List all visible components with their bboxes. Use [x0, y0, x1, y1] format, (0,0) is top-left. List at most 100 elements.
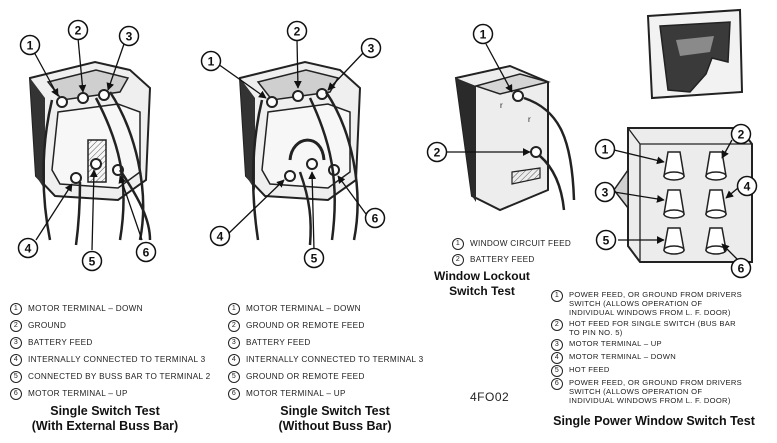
svg-text:1: 1 [208, 55, 215, 69]
rocker-switch-illustration [646, 8, 744, 100]
switch-illustration-2 [238, 60, 362, 246]
callout-diagram-2-1: 1 [200, 50, 222, 72]
legend-text: INTERNALLY CONNECTED TO TERMINAL 3 [246, 355, 424, 364]
legend-text: MOTOR TERMINAL – UP [569, 339, 662, 348]
legend-text: GROUND OR REMOTE FEED [246, 372, 365, 381]
legend-number: 5 [10, 371, 22, 383]
legend-window-lockout: 1 WINDOW CIRCUIT FEED 2 BATTERY FEED [452, 238, 571, 266]
svg-text:2: 2 [75, 24, 82, 38]
legend-number: 4 [10, 354, 22, 366]
callout-diagram-2-5: 5 [303, 247, 325, 269]
callout-diagram-4-3: 3 [594, 181, 616, 203]
legend-number: 2 [228, 320, 240, 332]
callout-diagram-4-2: 2 [730, 123, 752, 145]
caption-line: Single Switch Test [50, 404, 160, 418]
svg-text:6: 6 [738, 262, 745, 276]
legend-number: 2 [551, 319, 563, 331]
svg-text:4: 4 [217, 230, 224, 244]
callout-diagram-1-2: 2 [67, 19, 89, 41]
legend-text: BATTERY FEED [28, 338, 93, 347]
legend-number: 3 [551, 339, 563, 351]
callout-diagram-4-6: 6 [730, 257, 752, 279]
caption-line: Single Power Window Switch Test [553, 414, 755, 428]
caption-line: Window Lockout [434, 269, 530, 283]
callout-layer: 1 2 3 4 5 6 1 2 3 4 5 6 1 2 1 2 3 4 5 6 [17, 19, 758, 279]
callout-diagram-1-1: 1 [19, 34, 41, 56]
caption-single-switch-without-buss-bar: Single Switch Test (Without Buss Bar) [250, 404, 420, 434]
legend-text: MOTOR TERMINAL – UP [246, 389, 346, 398]
svg-text:2: 2 [294, 25, 301, 39]
svg-text:4: 4 [25, 242, 32, 256]
callout-diagram-2-2: 2 [286, 20, 308, 42]
legend-item: 5 CONNECTED BY BUSS BAR TO TERMINAL 2 [10, 371, 210, 383]
caption-line: (With External Buss Bar) [31, 419, 179, 433]
switch-illustration-1 [28, 60, 152, 246]
callout-diagram-1-6: 6 [135, 241, 157, 263]
callout-diagram-2-4: 4 [209, 225, 231, 247]
svg-text:1: 1 [602, 143, 609, 157]
legend-item: 2 BATTERY FEED [452, 254, 571, 266]
callout-diagram-1-5: 5 [81, 250, 103, 272]
caption-window-lockout: Window Lockout Switch Test [422, 269, 542, 299]
caption-line: Single Switch Test [280, 404, 390, 418]
legend-text: POWER FEED, OR GROUND FROM DRIVERS SWITC… [569, 378, 743, 405]
legend-text: INTERNALLY CONNECTED TO TERMINAL 3 [28, 355, 206, 364]
callout-diagram-3-1: 1 [472, 23, 494, 45]
legend-text: BATTERY FEED [246, 338, 311, 347]
callout-diagram-3-2: 2 [426, 141, 448, 163]
callout-diagram-1-4: 4 [17, 237, 39, 259]
svg-text:5: 5 [89, 255, 96, 269]
svg-text:6: 6 [143, 246, 150, 260]
legend-text: HOT FEED FOR SINGLE SWITCH (BUS BAR TO P… [569, 319, 736, 337]
callout-arrows-4 [613, 139, 739, 261]
legend-number: 1 [228, 303, 240, 315]
svg-text:3: 3 [126, 30, 133, 44]
callout-arrows-2 [217, 39, 367, 251]
svg-text:2: 2 [434, 146, 441, 160]
legend-item: 3 MOTOR TERMINAL – UP [551, 339, 773, 351]
svg-text:5: 5 [603, 234, 610, 248]
legend-number: 1 [452, 238, 464, 250]
legend-number: 1 [10, 303, 22, 315]
callout-diagram-4-1: 1 [594, 138, 616, 160]
callout-arrows-1 [33, 37, 143, 251]
legend-text: CONNECTED BY BUSS BAR TO TERMINAL 2 [28, 372, 211, 381]
svg-text:4: 4 [744, 180, 751, 194]
lockout-switch-illustration: r r [454, 64, 576, 212]
figure-id: 4FO02 [470, 390, 510, 404]
svg-text:1: 1 [480, 28, 487, 42]
svg-text:r: r [528, 115, 531, 124]
legend-number: 6 [228, 388, 240, 400]
svg-text:3: 3 [368, 42, 375, 56]
legend-text: MOTOR TERMINAL – DOWN [569, 352, 676, 361]
legend-text: HOT FEED [569, 365, 610, 374]
legend-text: BATTERY FEED [470, 255, 535, 264]
legend-text: MOTOR TERMINAL – DOWN [28, 304, 143, 313]
svg-text:6: 6 [372, 212, 379, 226]
legend-text: WINDOW CIRCUIT FEED [470, 239, 572, 248]
legend-text: MOTOR TERMINAL – UP [28, 389, 128, 398]
legend-item: 2 HOT FEED FOR SINGLE SWITCH (BUS BAR TO … [551, 319, 773, 337]
legend-text: GROUND OR REMOTE FEED [246, 321, 365, 330]
svg-text:r: r [500, 101, 503, 110]
callout-diagram-4-4: 4 [736, 175, 758, 197]
legend-number: 3 [228, 337, 240, 349]
legend-number: 2 [452, 254, 464, 266]
caption-line: (Without Buss Bar) [278, 419, 392, 433]
svg-text:3: 3 [602, 186, 609, 200]
svg-text:2: 2 [738, 128, 745, 142]
legend-item: 1 WINDOW CIRCUIT FEED [452, 238, 571, 250]
